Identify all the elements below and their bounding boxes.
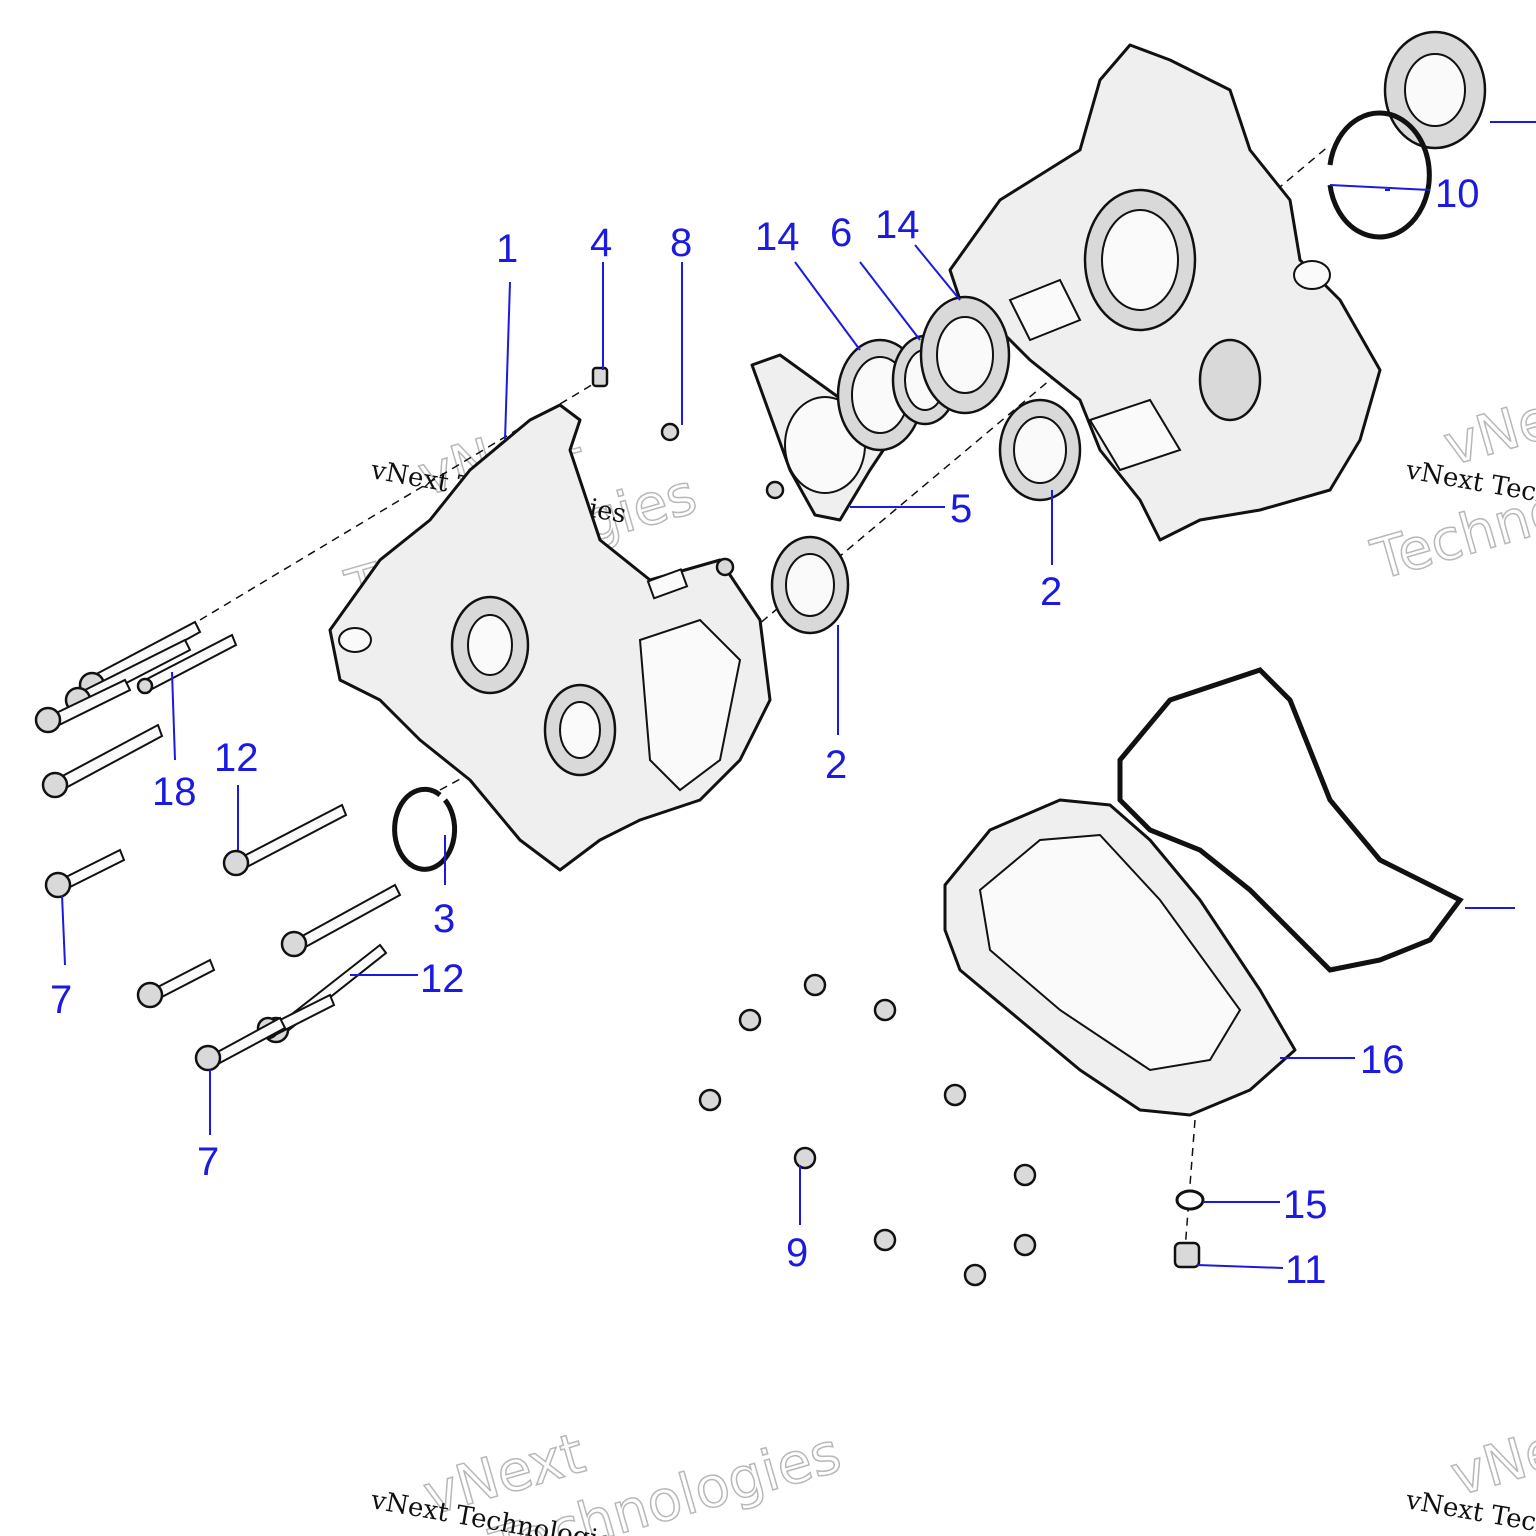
oil-pan-bolt-group [698, 973, 1037, 1287]
snap-ring-3 [392, 786, 458, 872]
callout-10: 10 [1435, 172, 1480, 216]
callout-14-left: 14 [755, 215, 800, 259]
callout-labels: 1 4 8 14 6 14 10 5 2 2 18 12 3 7 12 7 9 … [50, 172, 1480, 1292]
screw-upper [715, 557, 735, 577]
callout-4: 4 [590, 221, 612, 265]
oil-pan-gasket [1117, 667, 1464, 973]
callout-18: 18 [152, 770, 197, 814]
oil-pan-16 [943, 798, 1297, 1117]
callout-2-left: 2 [825, 743, 847, 787]
callout-15: 15 [1283, 1183, 1328, 1227]
bearing-2-right [998, 398, 1082, 502]
dowel-pin-4 [591, 366, 609, 388]
callout-16: 16 [1360, 1038, 1405, 1082]
screw-8 [660, 422, 680, 442]
washer-15 [1175, 1189, 1205, 1211]
callout-7-top: 7 [50, 978, 72, 1022]
callout-2-right: 2 [1040, 570, 1062, 614]
axis-left-bolts [199, 379, 601, 621]
snap-ring-10 [1327, 110, 1432, 240]
left-crankcase-half [328, 403, 772, 872]
callout-11: 11 [1285, 1248, 1327, 1292]
callout-6: 6 [830, 211, 852, 255]
callout-7-bottom: 7 [197, 1140, 219, 1184]
callout-14-right: 14 [875, 203, 920, 247]
callout-5: 5 [950, 487, 972, 531]
bearing-14-right [919, 295, 1011, 415]
axis-drain [1184, 1119, 1196, 1251]
oil-seal-top-right [1383, 30, 1487, 150]
screw-5 [765, 480, 785, 500]
callout-1: 1 [496, 227, 518, 271]
callout-3: 3 [433, 897, 455, 941]
callout-12-bottom: 12 [420, 957, 465, 1001]
bearing-2-left [770, 535, 850, 635]
callout-8: 8 [670, 221, 692, 265]
callout-9: 9 [786, 1231, 808, 1275]
drain-plug-11 [1173, 1241, 1201, 1269]
leader-lines [61, 121, 1536, 1269]
callout-12-top: 12 [214, 736, 259, 780]
left-bolt-group [34, 620, 402, 1072]
right-crankcase-half [948, 43, 1382, 542]
